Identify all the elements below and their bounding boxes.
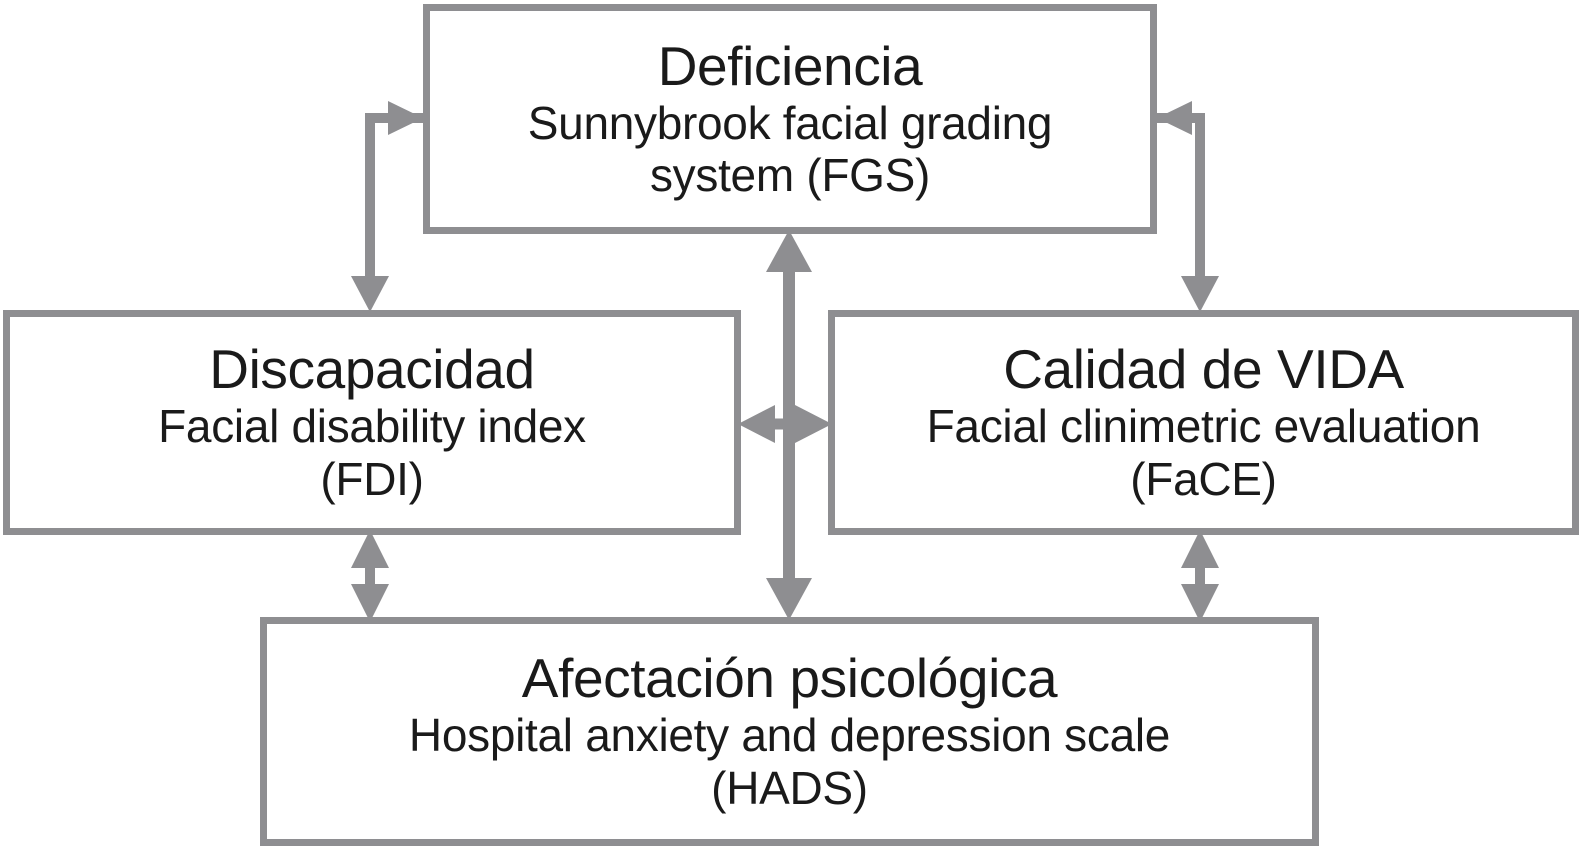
node-afectacion-psicologica-subtitle-line1: Hospital anxiety and depression scale	[408, 709, 1171, 762]
arrowhead-right-to-deficiencia	[388, 101, 423, 135]
arrowhead-up-to-discapacidad	[351, 530, 389, 568]
connector-deficiencia-discapacidad	[351, 101, 442, 312]
arrowhead-left-to-deficiencia	[1157, 101, 1192, 135]
arrowhead-up-to-deficiencia	[766, 230, 812, 272]
node-discapacidad: Discapacidad Facial disability index (FD…	[3, 310, 741, 535]
node-afectacion-psicologica: Afectación psicológica Hospital anxiety …	[260, 617, 1319, 846]
arrowhead-down-to-afectacion-left	[351, 584, 389, 622]
arrowhead-right-to-calidad	[795, 405, 832, 443]
node-deficiencia-title: Deficiencia	[657, 34, 923, 97]
node-calidad-de-vida-subtitle-line2: (FaCE)	[1130, 452, 1277, 505]
connector-calidad-afectacion	[1181, 530, 1219, 622]
arrowhead-down-to-afectacion-right	[1181, 584, 1219, 622]
arrowhead-down-to-discapacidad	[351, 276, 389, 312]
node-discapacidad-subtitle-line2: (FDI)	[320, 452, 424, 505]
arrowhead-up-to-calidad	[1181, 530, 1219, 568]
node-afectacion-psicologica-subtitle-line2: (HADS)	[711, 761, 868, 814]
node-discapacidad-subtitle-line1: Facial disability index	[158, 400, 586, 453]
connector-deficiencia-calidad	[1138, 101, 1219, 312]
arrowhead-left-to-discapacidad	[738, 405, 775, 443]
node-calidad-de-vida-subtitle-line1: Facial clinimetric evaluation	[926, 400, 1481, 453]
node-deficiencia-subtitle-line2: system (FGS)	[649, 149, 931, 202]
connector-discapacidad-afectacion	[351, 530, 389, 622]
arrowhead-down-to-calidad	[1181, 276, 1219, 312]
arrowhead-down-to-afectacion	[766, 578, 812, 620]
node-afectacion-psicologica-title: Afectación psicológica	[521, 647, 1058, 710]
connector-discapacidad-calidad	[738, 405, 832, 443]
node-deficiencia-subtitle-line1: Sunnybrook facial grading	[527, 96, 1053, 149]
node-discapacidad-title: Discapacidad	[209, 338, 535, 401]
node-calidad-de-vida-title: Calidad de VIDA	[1003, 338, 1404, 401]
node-calidad-de-vida: Calidad de VIDA Facial clinimetric evalu…	[828, 310, 1579, 535]
node-deficiencia: Deficiencia Sunnybrook facial grading sy…	[423, 4, 1157, 234]
